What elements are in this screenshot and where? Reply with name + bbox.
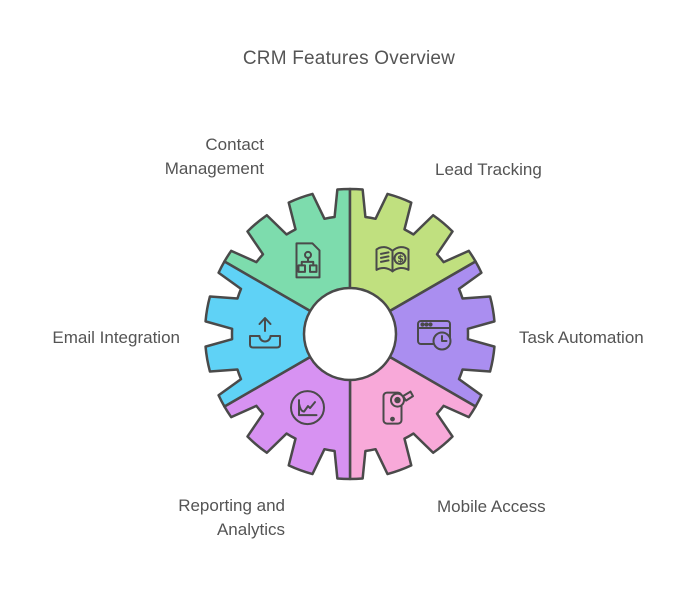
label-task-automation: Task Automation xyxy=(519,328,644,347)
label-contact-management: Contact Management xyxy=(164,135,264,178)
gear-segment-email-integration xyxy=(204,260,312,408)
window-clock-icon xyxy=(417,320,452,351)
diagram-title: CRM Features Overview xyxy=(242,48,456,69)
label-lead-tracking: Lead Tracking xyxy=(435,160,542,179)
phone-key-icon xyxy=(382,390,414,425)
line-chart-circle-icon xyxy=(290,390,325,426)
outbox-arrow-icon xyxy=(249,317,281,349)
label-mobile-access: Mobile Access xyxy=(437,497,546,516)
gear-segments xyxy=(204,187,496,481)
org-chart-document-icon xyxy=(295,242,321,279)
label-reporting-and-analytics: Reporting and Analytics xyxy=(178,496,285,539)
label-email-integration: Email Integration xyxy=(52,328,180,347)
dollar-glyph: $ xyxy=(397,254,404,265)
book-dollar-icon: $ xyxy=(375,246,410,273)
